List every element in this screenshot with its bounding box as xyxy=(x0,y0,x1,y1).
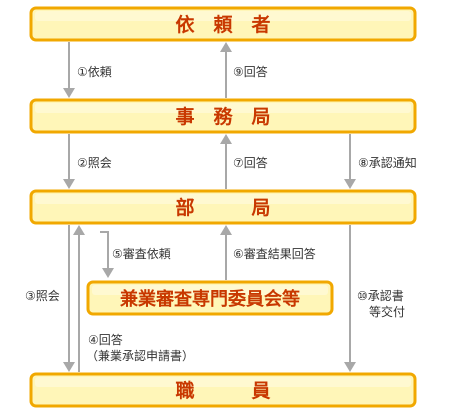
edge-1-request-arrow xyxy=(63,42,75,98)
edge-10-label-line2: 等交付 xyxy=(369,304,405,319)
node-requester: 依 頼 者 xyxy=(29,6,417,42)
edge-6-review-result-arrow xyxy=(220,225,232,280)
node-committee-label: 兼業審査専門委員会等 xyxy=(120,288,300,310)
node-secretariat-label: 事 務 局 xyxy=(175,105,270,128)
edge-4-label-line1: ④回答 xyxy=(88,332,123,347)
edge-2-label: ②照会 xyxy=(77,156,112,170)
edge-1-label: ①依頼 xyxy=(77,64,112,79)
edge-4-answer-arrow xyxy=(73,225,85,372)
node-committee: 兼業審査専門委員会等 xyxy=(86,280,334,316)
edge-8-label: ⑧承認通知 xyxy=(358,155,417,170)
edge-6-label: ⑥審査結果回答 xyxy=(233,246,316,261)
edge-10-certificate-arrow xyxy=(344,225,356,372)
edge-5-review-request-arrow xyxy=(100,231,114,278)
edge-5-label: ⑤審査依頼 xyxy=(112,246,171,261)
edge-3-inquiry-arrow xyxy=(63,225,75,372)
node-department: 部 局 xyxy=(29,189,417,225)
edge-9-answer-arrow xyxy=(220,42,232,98)
edge-9-label: ⑨回答 xyxy=(233,64,268,79)
edge-7-label: ⑦回答 xyxy=(233,155,268,170)
node-staff: 職 員 xyxy=(29,372,417,408)
edge-10-label-line1: ⑩承認書 xyxy=(357,288,404,303)
node-department-label: 部 局 xyxy=(175,196,270,219)
edge-3-label: ③照会 xyxy=(25,289,60,303)
node-secretariat: 事 務 局 xyxy=(29,98,417,134)
edge-2-inquiry-arrow xyxy=(63,134,75,189)
node-requester-label: 依 頼 者 xyxy=(175,13,270,36)
edge-8-approval-notice-arrow xyxy=(344,134,356,189)
edge-4-label-line2: （兼業承認申請書） xyxy=(86,348,194,363)
edge-7-answer-arrow xyxy=(220,134,232,189)
node-staff-label: 職 員 xyxy=(175,379,270,402)
